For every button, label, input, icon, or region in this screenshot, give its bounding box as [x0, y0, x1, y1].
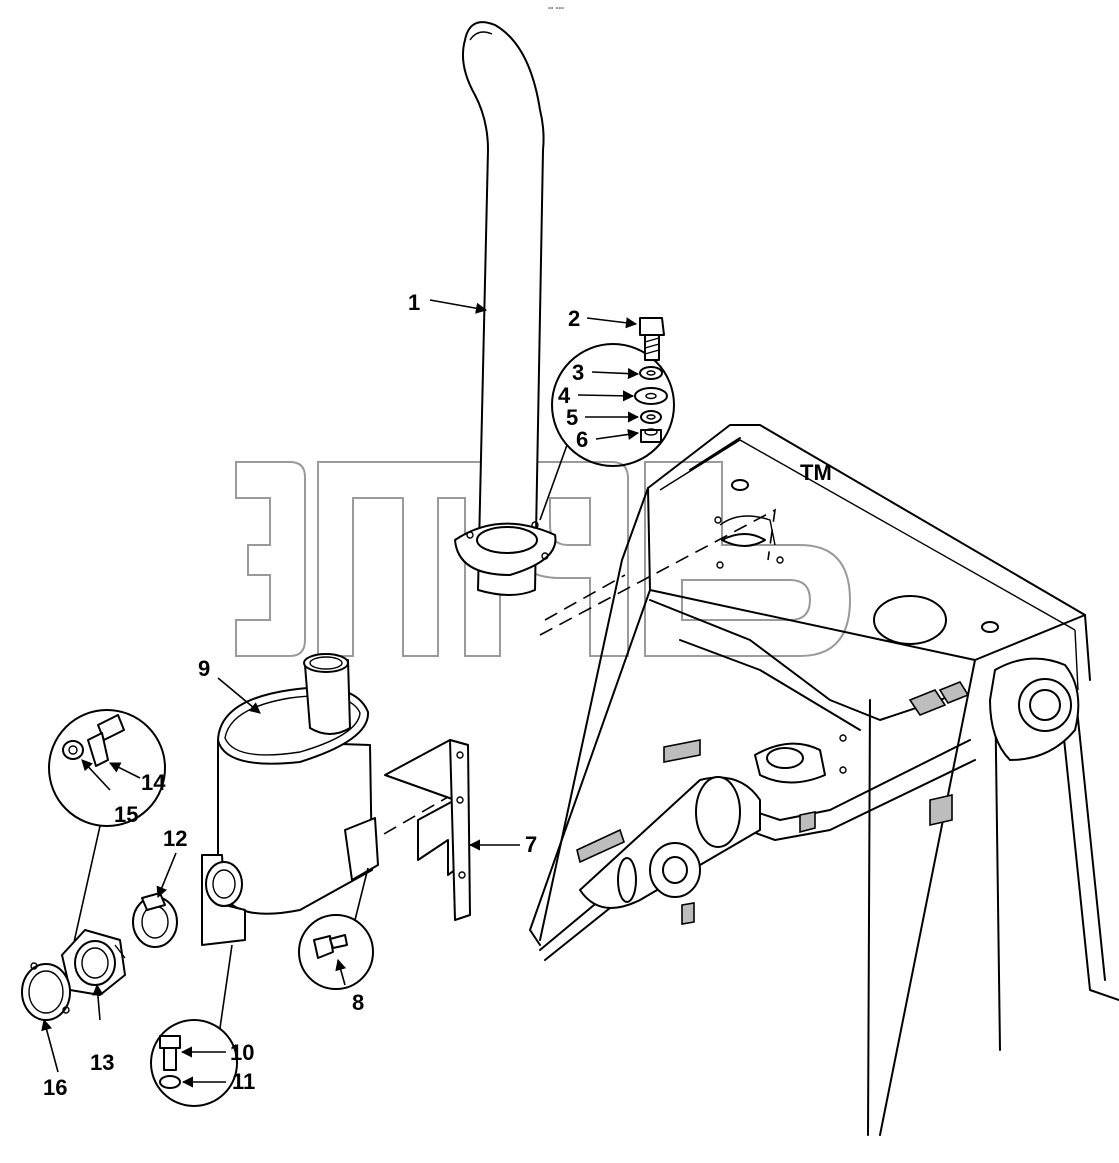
callout-7: 7	[525, 832, 537, 857]
machine-frame	[529, 424, 1119, 1136]
pipe-clamp	[132, 892, 178, 948]
watermark-logo	[235, 461, 852, 657]
muffler	[201, 653, 379, 946]
callout-11: 11	[232, 1069, 255, 1094]
assembly-dashed-line-pipe	[539, 508, 777, 636]
assembly-dashed-line-bracket	[364, 789, 461, 846]
callout-8: 8	[352, 990, 364, 1015]
gasket	[21, 962, 71, 1021]
callout-13: 13	[90, 1050, 114, 1075]
exhaust-flange	[61, 929, 126, 996]
callout-15: 15	[114, 802, 138, 827]
callout-3: 3	[572, 360, 584, 385]
callout-14: 14	[141, 770, 166, 795]
callout-6: 6	[576, 427, 588, 452]
header-tiny-text: °° °°°	[548, 6, 564, 14]
callout-5: 5	[566, 405, 578, 430]
callout-1: 1	[408, 290, 420, 315]
callout-4: 4	[558, 383, 571, 408]
fastener-detail-10-11	[150, 944, 238, 1107]
callout-16: 16	[43, 1075, 67, 1100]
bolt-detail-8	[298, 867, 374, 990]
callout-12: 12	[163, 826, 187, 851]
callout-9: 9	[198, 656, 210, 681]
leader-arrows	[41, 299, 640, 1088]
mounting-hardware-detail	[539, 317, 675, 521]
fastener-detail-14-15	[48, 709, 166, 961]
muffler-bracket	[384, 739, 471, 921]
assembly-dashed-line-pipe-2	[544, 574, 626, 621]
callout-10: 10	[230, 1040, 254, 1065]
exhaust-stack-pipe	[454, 21, 557, 596]
callout-2: 2	[568, 306, 580, 331]
